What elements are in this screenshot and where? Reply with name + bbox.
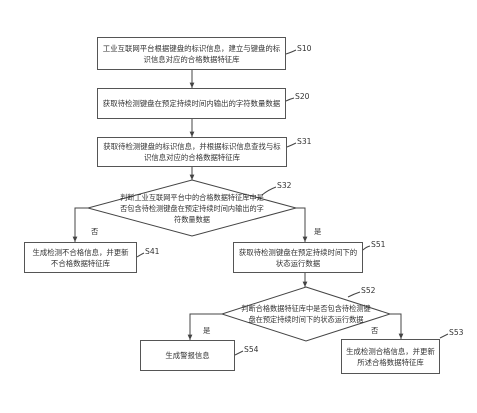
decision-s52-diamond bbox=[220, 286, 392, 342]
leader-s10 bbox=[285, 49, 297, 55]
leader-s54 bbox=[234, 350, 244, 356]
leader-s32 bbox=[261, 186, 277, 196]
step-s53-box: 生成检测合格信息，并更新所述合格数据特征库 bbox=[341, 339, 440, 374]
decision-s52-label: S52 bbox=[361, 286, 376, 295]
step-s31-text: 获取待检测键盘的标识信息，并根据标识信息查找与标识信息对应的合格数据特征库 bbox=[103, 142, 281, 162]
step-s53-text: 生成检测合格信息，并更新所述合格数据特征库 bbox=[346, 346, 435, 367]
branch-s52-no: 否 bbox=[371, 326, 379, 335]
step-s41-label: S41 bbox=[145, 247, 160, 256]
arrow-s52-s54 bbox=[187, 313, 222, 340]
step-s10-text: 工业互联网平台根据键盘的标识信息，建立与键盘的标识信息对应的合格数据特征库 bbox=[102, 43, 281, 64]
step-s31-box: 获取待检测键盘的标识信息，并根据标识信息查找与标识信息对应的合格数据特征库 bbox=[97, 137, 287, 167]
decision-s32-label: S32 bbox=[277, 181, 292, 190]
step-s54-text: 生成警报信息 bbox=[165, 351, 210, 360]
step-s41-text: 生成检测不合格信息，并更新不合格数据特征库 bbox=[32, 247, 129, 268]
leader-s31 bbox=[286, 142, 297, 148]
decision-s32-text: 判断工业互联网平台中的合格数据特征库中是否包含待检测键盘在预定持续时间内输出的字… bbox=[120, 192, 264, 224]
step-s10-label: S10 bbox=[297, 44, 312, 53]
step-s53-label: S53 bbox=[449, 328, 464, 337]
step-s41-box: 生成检测不合格信息，并更新不合格数据特征库 bbox=[24, 242, 137, 273]
arrow-s52-s53 bbox=[390, 313, 404, 339]
arrow-s32-s51 bbox=[296, 207, 308, 242]
decision-s32-diamond bbox=[86, 179, 298, 237]
step-s10-box: 工业互联网平台根据键盘的标识信息，建立与键盘的标识信息对应的合格数据特征库 bbox=[97, 37, 286, 70]
step-s51-box: 获取待检测键盘在预定持续时间下的状态运行数据 bbox=[233, 242, 363, 273]
step-s20-box: 获取待检测键盘在预定持续时间内输出的字符数量数据 bbox=[97, 88, 286, 119]
branch-s32-no: 否 bbox=[91, 227, 99, 236]
leader-s53 bbox=[439, 333, 449, 339]
step-s51-text: 获取待检测键盘在预定持续时间下的状态运行数据 bbox=[238, 247, 358, 268]
step-s54-label: S54 bbox=[244, 345, 259, 354]
leader-s52 bbox=[347, 291, 361, 298]
decision-s52-text: 判断合格数据特征库中是否包含待检测键盘在预定持续时间下的状态运行数据 bbox=[241, 304, 371, 324]
step-s20-text: 获取待检测键盘在预定持续时间内输出的字符数量数据 bbox=[102, 99, 281, 108]
step-s54-box: 生成警报信息 bbox=[140, 340, 235, 371]
step-s20-label: S20 bbox=[295, 92, 310, 101]
branch-s32-yes: 是 bbox=[314, 227, 322, 236]
arrow-s32-s41 bbox=[72, 207, 88, 242]
leader-s20 bbox=[285, 97, 295, 102]
branch-s52-yes: 是 bbox=[203, 326, 211, 335]
leader-s41 bbox=[136, 252, 145, 258]
leader-s51 bbox=[362, 245, 371, 251]
step-s31-label: S31 bbox=[297, 137, 312, 146]
step-s51-label: S51 bbox=[371, 240, 386, 249]
